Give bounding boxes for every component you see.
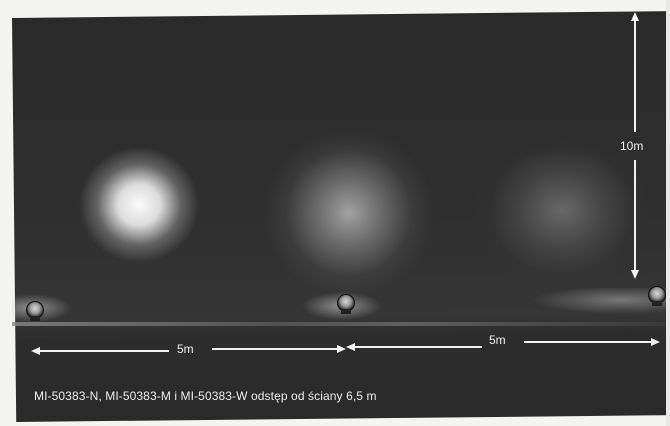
spacing-right-arrow-end-icon [651, 338, 660, 346]
spacing-right-arrow-start-icon [346, 343, 355, 351]
height-line-upper [634, 20, 636, 132]
floor-line [12, 322, 670, 326]
spacing-right-line-a [354, 346, 482, 348]
height-label: 10m [620, 139, 644, 153]
spacing-left-arrow-end-icon [337, 345, 346, 353]
height-line-lower [634, 160, 636, 270]
fixture-center-icon [337, 294, 355, 314]
spacing-right-label: 5m [489, 333, 506, 347]
paper-edge [666, 0, 670, 426]
height-arrow-top-icon [631, 12, 639, 21]
height-arrow-bottom-icon [631, 270, 639, 279]
light-beam-photo [12, 11, 670, 422]
spacing-left-label: 5m [177, 342, 194, 356]
spacing-left-arrow-start-icon [31, 347, 40, 355]
spacing-right-line-b [524, 341, 652, 343]
figure-caption: MI-50383-N, MI-50383-M i MI-50383-W odst… [34, 389, 377, 403]
spacing-left-line-b [212, 348, 338, 350]
fixture-right-icon [648, 286, 666, 306]
fixture-left-icon [26, 301, 44, 321]
spacing-left-line-a [39, 350, 169, 352]
